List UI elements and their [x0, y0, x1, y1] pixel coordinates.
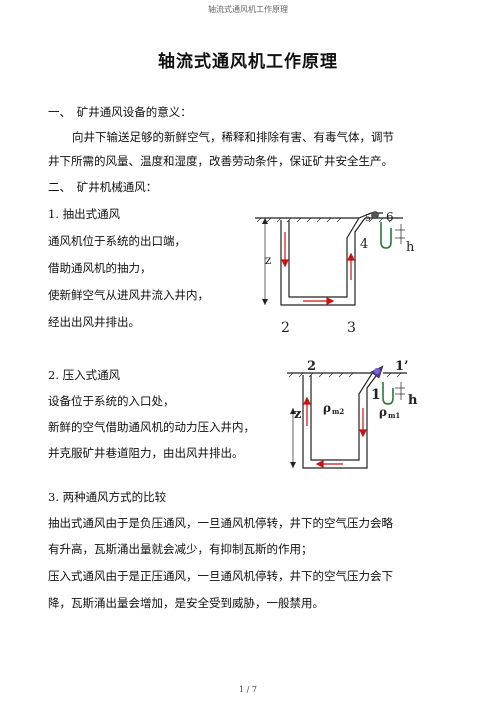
page-header: 轴流式通风机工作原理: [208, 5, 288, 14]
forced-label-z: z: [294, 407, 301, 422]
exhaust-label-2: 2: [281, 320, 290, 336]
section-1-para-line-2: 井下所需的风量、温度和湿度，改善劳动条件，保证矿井安全生产。: [48, 154, 393, 168]
compare-line-3: 压入式通风由于是正压通风，一旦通风机停转，井下的空气压力会下: [48, 569, 393, 583]
exhaust-label-4: 4: [360, 237, 368, 252]
exhaust-label-3: 3: [347, 320, 356, 336]
section-2-heading: 二、 矿井机械通风：: [48, 180, 158, 194]
exhaust-line-2: 借助通风机的抽力，: [48, 261, 152, 275]
exhaust-label-6: 6: [386, 210, 394, 224]
fan-icon: [370, 365, 384, 379]
compare-line-1: 抽出式通风由于是负压通风，一旦通风机停转，井下的空气压力会略: [48, 516, 393, 530]
forced-heading: 2. 压入式通风: [48, 368, 121, 382]
forced-label-rho-m2: ρ: [323, 401, 331, 415]
compare-heading: 3. 两种通风方式的比较: [48, 490, 167, 504]
section-1-para-line-1: 向井下输送足够的新鲜空气，稀释和排除有害、有毒气体，调节: [72, 130, 394, 144]
exhaust-heading: 1. 抽出式通风: [48, 207, 121, 221]
exhaust-line-4: 经出出风井排出。: [48, 315, 140, 329]
exhaust-line-1: 通风机位于系统的出口端，: [48, 234, 186, 248]
fan-icon: [371, 211, 379, 219]
forced-label-rho-m1-sub: m1: [388, 411, 400, 420]
forced-label-rho-m2-sub: m2: [332, 407, 344, 416]
compare-line-4: 降，瓦斯涌出量会增加，是安全受到威胁，一般禁用。: [48, 596, 324, 610]
forced-ventilation-diagram: 2 1’ 1 h z ρ m2 ρ m1: [287, 359, 418, 469]
forced-label-1: 1: [371, 387, 381, 403]
section-1-heading: 一、 矿井通风设备的意义：: [48, 105, 192, 119]
page-number: 1 / 7: [239, 685, 257, 694]
forced-line-1: 设备位于系统的入口处，: [48, 394, 175, 408]
forced-label-h: h: [408, 393, 418, 408]
forced-label-rho-m1: ρ: [379, 405, 387, 419]
forced-label-1-prime: 1’: [395, 359, 409, 374]
exhaust-ventilation-diagram: z 4 5 6 h 2 3: [255, 210, 415, 336]
forced-line-2: 新鲜的空气借助通风机的动力压入井内，: [48, 420, 255, 434]
manometer-icon: [380, 222, 392, 249]
exhaust-label-5: 5: [365, 214, 371, 224]
forced-line-3: 并克服矿井巷道阻力，由出风井排出。: [48, 446, 244, 460]
manometer-icon: [382, 382, 394, 405]
page-title: 轴流式通风机工作原理: [158, 52, 338, 72]
forced-label-2: 2: [307, 359, 316, 374]
exhaust-label-h: h: [406, 240, 415, 255]
compare-line-2: 有升高，瓦斯涌出量就会减少，有抑制瓦斯的作用；: [48, 542, 313, 556]
exhaust-label-z: z: [265, 253, 271, 267]
exhaust-line-3: 使新鲜空气从进风井流入井内，: [48, 288, 209, 302]
